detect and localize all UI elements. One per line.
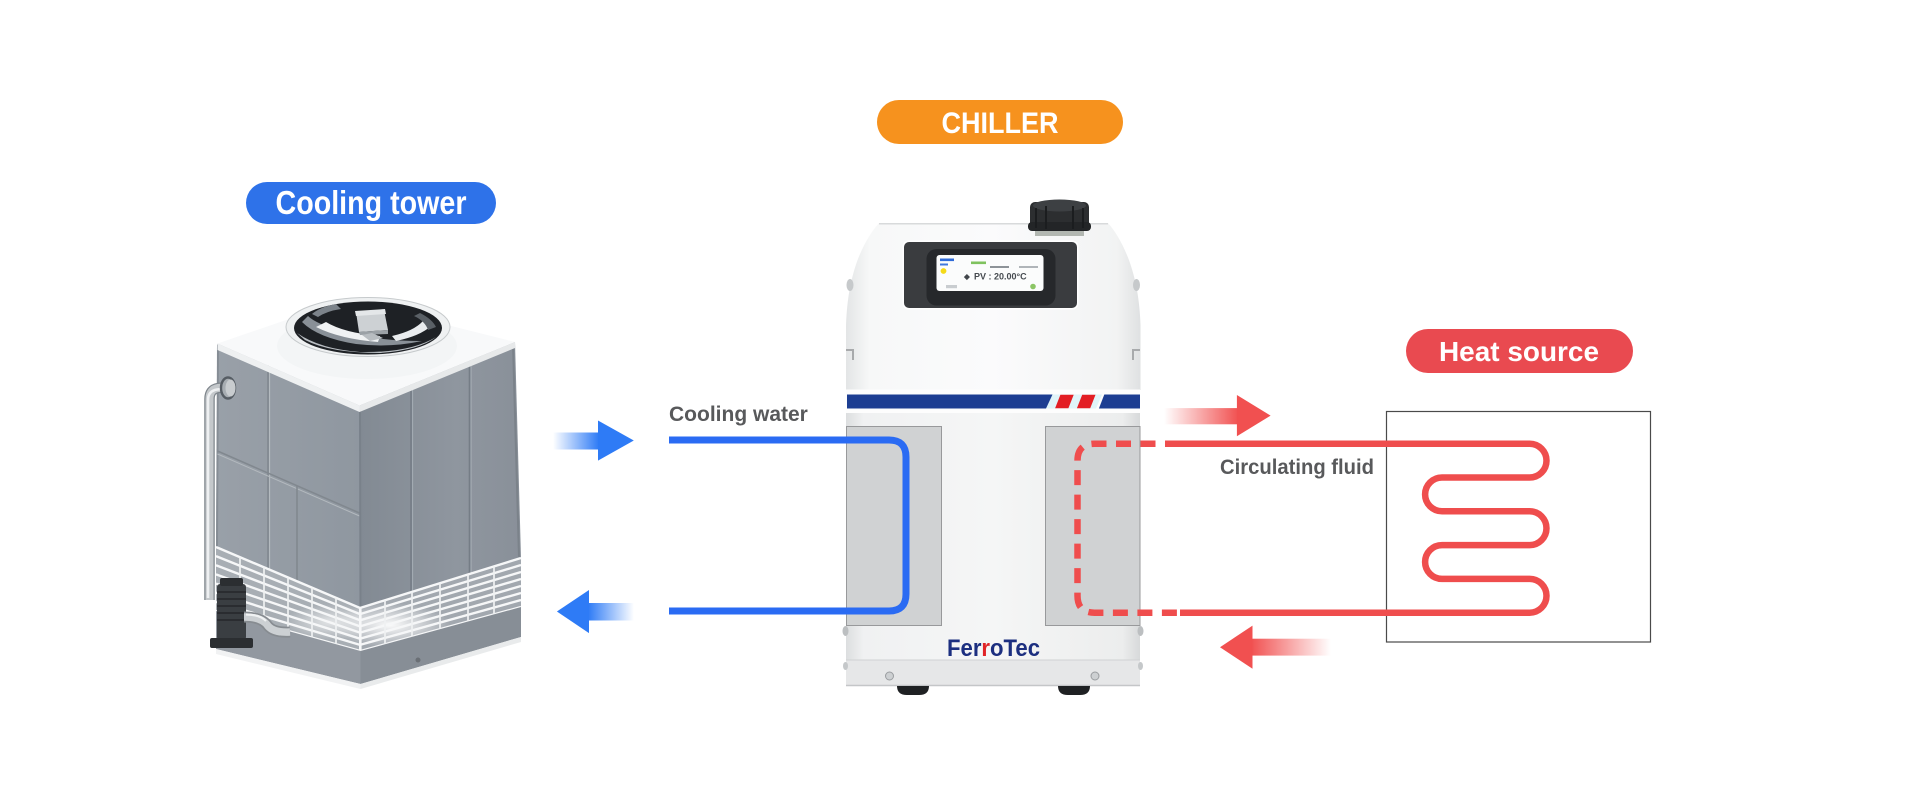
- svg-text:◆: ◆: [963, 272, 971, 281]
- svg-text:Cooling tower: Cooling tower: [276, 184, 467, 221]
- svg-text:Circulating fluid: Circulating fluid: [1220, 456, 1374, 479]
- svg-text:CHILLER: CHILLER: [942, 107, 1059, 140]
- svg-text:FerroTec: FerroTec: [947, 635, 1040, 662]
- svg-text:Cooling water: Cooling water: [669, 403, 808, 426]
- svg-text:PV : 20.00°C: PV : 20.00°C: [974, 272, 1027, 282]
- svg-text:Heat source: Heat source: [1439, 336, 1599, 367]
